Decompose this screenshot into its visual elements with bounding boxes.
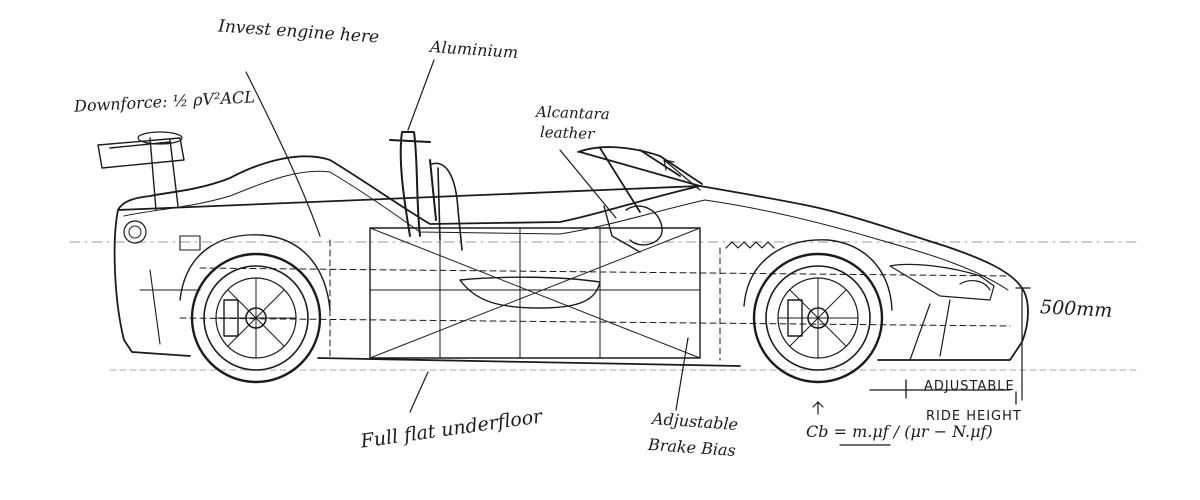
rear-wheel <box>190 252 322 384</box>
front-mechanicals <box>889 263 995 361</box>
rear-wing <box>97 137 185 211</box>
dimension-line <box>1015 287 1031 401</box>
roll-bar <box>389 131 437 237</box>
rear-light <box>123 220 147 244</box>
aluminium-leader <box>407 59 435 131</box>
front-arch <box>743 239 893 311</box>
leather-annotation: leather <box>539 123 595 143</box>
alcantara-annotation: Alcantara <box>535 102 611 124</box>
chassis-frame <box>369 227 701 359</box>
formula-arrow <box>812 401 824 415</box>
body-outline-inner <box>123 170 1009 291</box>
windscreen <box>577 146 703 213</box>
windscreen-arrow <box>663 159 701 191</box>
ride-height-marker <box>869 379 1017 405</box>
body-outline <box>113 155 1029 367</box>
ride-height-annotation-line1: ADJUSTABLE <box>924 379 1015 394</box>
rear-mechanicals <box>139 235 201 345</box>
engine-leader <box>245 71 321 237</box>
alcantara-leader <box>559 149 617 219</box>
brake-leader <box>675 337 689 411</box>
ride-height-annotation-line2: RIDE HEIGHT <box>926 409 1022 424</box>
wing-mount <box>137 131 183 145</box>
frame-dashes <box>179 239 1011 361</box>
cockpit-tray <box>459 276 601 309</box>
seat <box>431 162 463 251</box>
brake-formula-annotation: Cb = m.μf / (μr − N.μf) <box>806 422 993 441</box>
front-wheel <box>752 252 884 384</box>
underfloor-leader <box>409 371 429 413</box>
size-annotation: 500mm <box>1039 296 1113 322</box>
front-spring <box>725 241 775 249</box>
chassis-bracing <box>369 227 701 359</box>
rear-arch <box>179 234 331 311</box>
